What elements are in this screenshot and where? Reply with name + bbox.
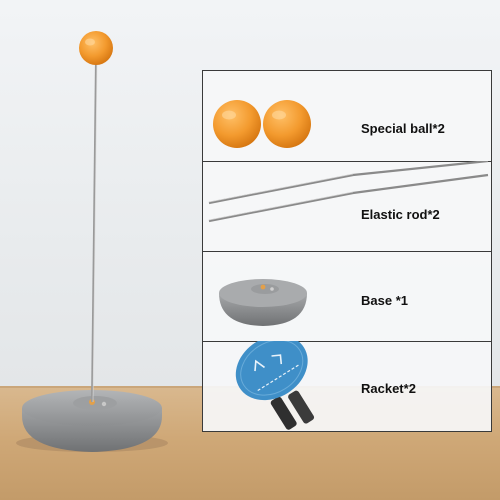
elastic-rod-label: Elastic rod*2 xyxy=(361,207,440,222)
special-balls-image xyxy=(213,100,311,148)
base-hub xyxy=(73,396,117,410)
panel-divider xyxy=(203,341,491,342)
panel-divider xyxy=(203,251,491,252)
racket-label: Racket*2 xyxy=(361,381,416,396)
rod-1 xyxy=(208,161,489,205)
rackets-image xyxy=(235,341,315,430)
panel-divider xyxy=(203,161,491,162)
rod-2 xyxy=(208,173,489,223)
base-screw xyxy=(101,401,107,407)
ball-1 xyxy=(213,100,261,148)
elastic-rod xyxy=(91,59,97,403)
elastic-rods-image xyxy=(208,161,489,223)
base-image xyxy=(219,279,307,326)
ball-2 xyxy=(263,100,311,148)
special-ball-label: Special ball*2 xyxy=(361,121,445,136)
racket-face xyxy=(235,341,308,401)
components-panel: Special ball*2 Elastic rod*2 Base *1 xyxy=(202,70,492,432)
racket-handle xyxy=(270,396,297,430)
base-label: Base *1 xyxy=(361,293,408,308)
orange-ball xyxy=(79,31,113,65)
